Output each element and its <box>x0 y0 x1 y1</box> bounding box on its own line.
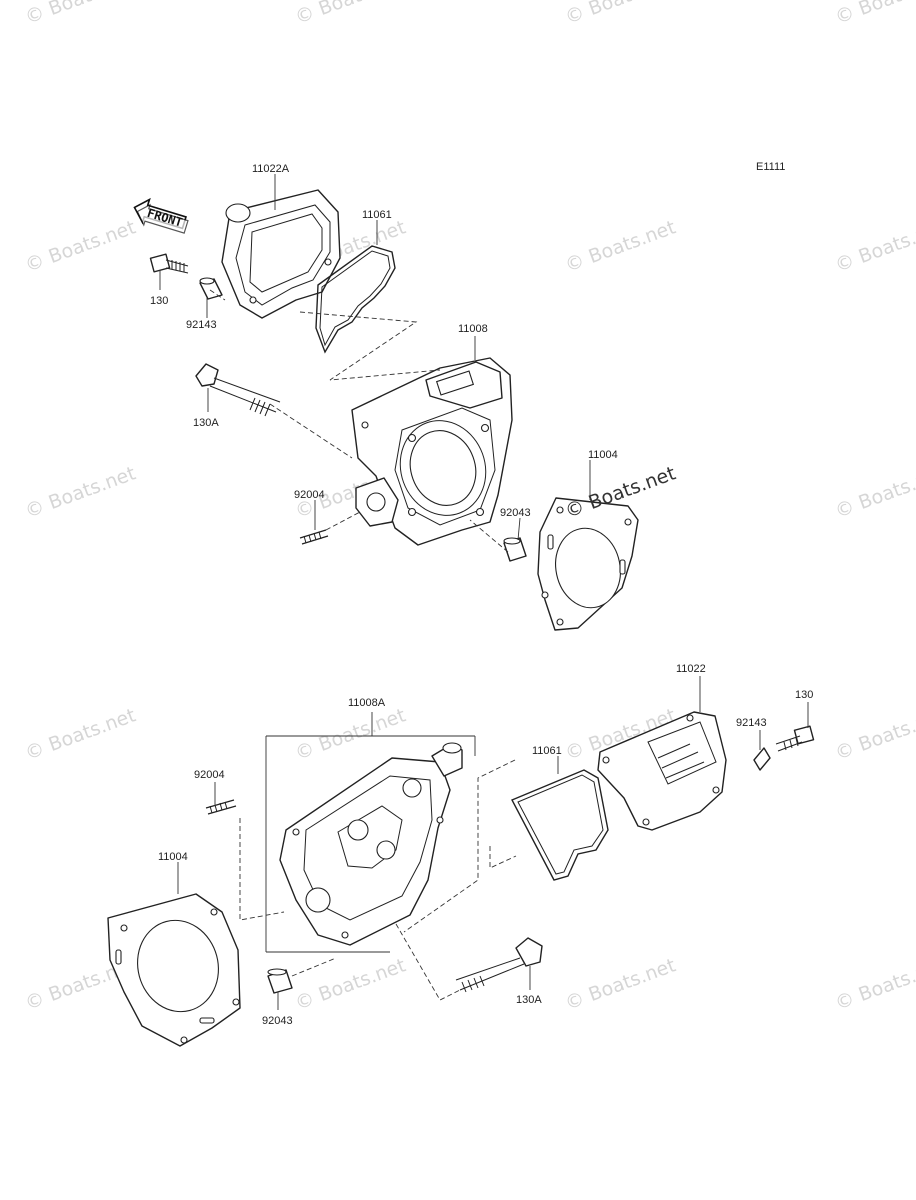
part-label-92143: 92143 <box>736 717 767 729</box>
dowel-pin-92143 <box>199 277 223 300</box>
part-label-11004: 11004 <box>158 851 188 863</box>
head-cover-gasket-11061 <box>315 245 396 354</box>
part-label-11008: 11008 <box>458 323 488 335</box>
cylinder-head-11008a <box>279 742 463 946</box>
part-label-130: 130 <box>150 295 168 307</box>
dowel-pin-92043 <box>267 968 293 994</box>
part-label-11061: 11061 <box>362 209 392 221</box>
part-label-92143: 92143 <box>186 319 217 331</box>
head-gasket-11004 <box>537 497 639 631</box>
watermark: © Boats.net <box>832 462 916 522</box>
part-label-130: 130 <box>795 689 813 701</box>
stud-92004 <box>205 799 237 815</box>
watermark: © Boats.net <box>292 0 408 29</box>
watermark: © Boats.net <box>832 704 916 764</box>
watermark: © Boats.net <box>562 0 678 29</box>
dowel-pin-92143 <box>753 747 771 771</box>
part-label-92004: 92004 <box>294 489 325 501</box>
long-bolt-130a <box>195 363 281 417</box>
watermark: © Boats.net <box>22 0 138 29</box>
part-label-92043: 92043 <box>262 1015 293 1027</box>
part-label-92004: 92004 <box>194 769 225 781</box>
cylinder-11008 <box>351 357 513 546</box>
bolt-130 <box>149 253 189 274</box>
bolt-130 <box>775 725 815 752</box>
head-gasket-11004 <box>107 893 241 1047</box>
watermark: © Boats.net <box>562 954 678 1014</box>
part-label-11022a: 11022A <box>252 163 290 175</box>
front-arrow-icon: FRONT <box>133 197 189 234</box>
watermark: © Boats.net <box>832 216 916 276</box>
watermark: © Boats.net <box>832 954 916 1014</box>
lower-assembly: 11022 130 92143 11008A 11061 92004 11004… <box>107 663 815 1047</box>
head-cover-gasket-11061 <box>511 769 609 881</box>
watermark: © Boats.net <box>832 0 916 29</box>
upper-assembly: © Boats.net 11022A 11061 130 92143 11008… <box>149 163 679 631</box>
watermark: © Boats.net <box>292 704 408 764</box>
dowel-pin-92043 <box>503 537 527 562</box>
watermark: © Boats.net <box>292 954 408 1014</box>
part-label-130a: 130A <box>516 994 542 1006</box>
watermark: © Boats.net <box>562 216 678 276</box>
watermark: © Boats.net <box>22 462 138 522</box>
long-bolt-130a <box>455 937 543 993</box>
watermark: © Boats.net <box>22 704 138 764</box>
part-label-11061: 11061 <box>532 745 562 757</box>
stud-92004 <box>299 529 329 545</box>
part-label-92043: 92043 <box>500 507 531 519</box>
cylinder-head-cover-11022 <box>597 711 727 831</box>
part-label-130a: 130A <box>193 417 219 429</box>
watermark: © Boats.net <box>22 216 138 276</box>
cylinder-head-cover-11022a <box>221 189 341 319</box>
diagram-code: E1111 <box>756 161 785 173</box>
part-label-11022: 11022 <box>676 663 706 675</box>
part-label-11004: 11004 <box>588 449 618 461</box>
part-label-11008a: 11008A <box>348 697 386 709</box>
